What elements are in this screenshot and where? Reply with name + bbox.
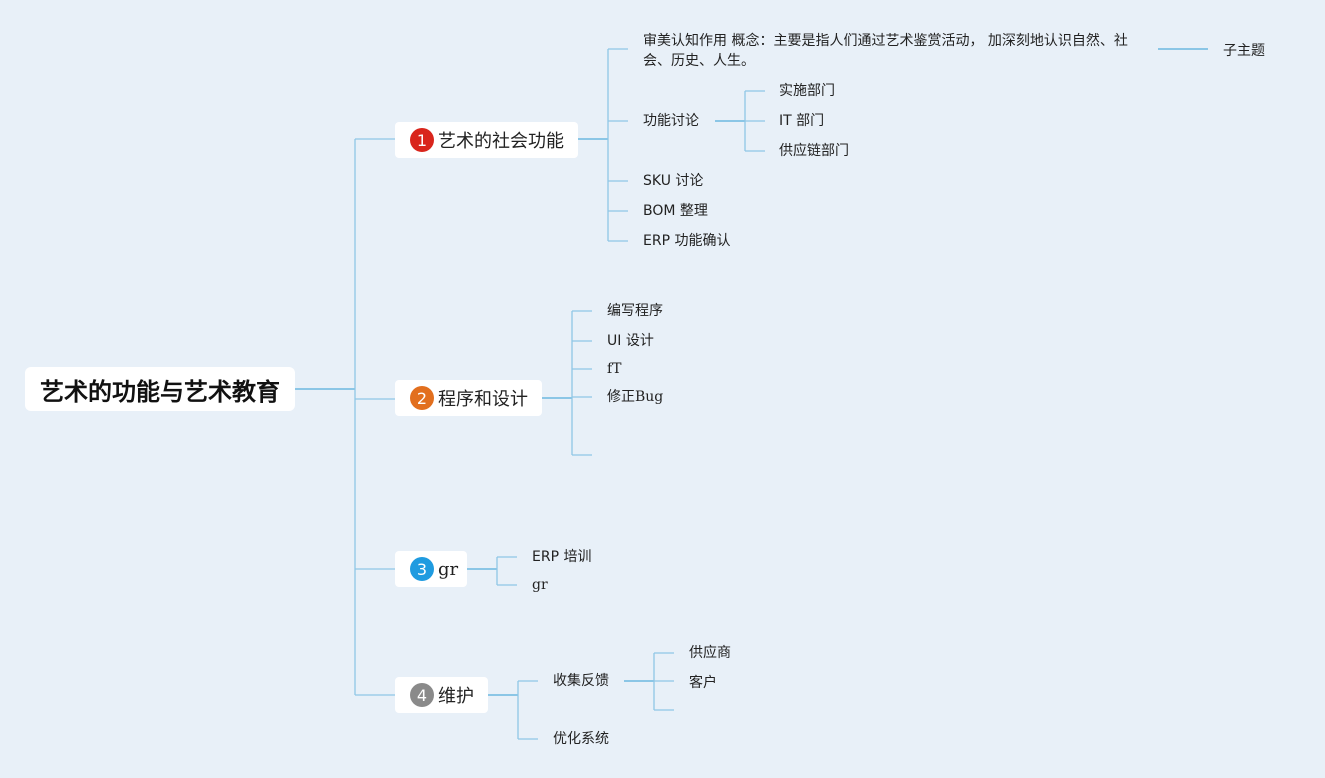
subtopic-bom[interactable]: BOM 整理 xyxy=(643,203,708,219)
branch-label: 程序和设计 xyxy=(438,389,528,410)
subtopic-sku-discussion[interactable]: SKU 讨论 xyxy=(643,173,704,189)
root-topic[interactable]: 艺术的功能与艺术教育 xyxy=(25,367,295,411)
number-2-icon: 2 xyxy=(410,386,434,410)
subtopic-aesthetic-cognition[interactable]: 审美认知作用 概念：主要是指人们通过艺术鉴赏活动， 加深刻地认识自然、社会、历史… xyxy=(643,33,1128,69)
subtopic-ui-design[interactable]: UI 设计 xyxy=(607,333,654,349)
branch-label: 艺术的社会功能 xyxy=(438,131,564,152)
branch-topic-4[interactable]: 4 维护 xyxy=(395,677,488,713)
branch-topic-1[interactable]: 1 艺术的社会功能 xyxy=(395,122,578,158)
branch-label: 维护 xyxy=(438,686,474,707)
subtopic-erp-training[interactable]: ERP 培训 xyxy=(532,549,592,565)
subtopic-supply-chain-dept[interactable]: 供应链部门 xyxy=(779,143,849,159)
subtopic-optimize-system[interactable]: 优化系统 xyxy=(553,731,609,747)
subtopic-it-dept[interactable]: IT 部门 xyxy=(779,113,825,129)
subtopic-customer[interactable]: 客户 xyxy=(689,675,717,691)
subtopic-function-discussion[interactable]: 功能讨论 xyxy=(643,113,699,129)
subtopic-sub-theme[interactable]: 子主题 xyxy=(1223,43,1265,59)
subtopic-implementation-dept[interactable]: 实施部门 xyxy=(779,83,835,99)
subtopic-ft[interactable]: fT xyxy=(607,361,622,377)
number-1-icon: 1 xyxy=(410,128,434,152)
subtopic-write-program[interactable]: 编写程序 xyxy=(607,303,663,319)
subtopic-fix-bug[interactable]: 修正Bug xyxy=(607,389,664,405)
number-4-icon: 4 xyxy=(410,683,434,707)
number-3-icon: 3 xyxy=(410,557,434,581)
branch-label: gr xyxy=(438,558,459,580)
branch-topic-3[interactable]: 3 gr xyxy=(395,551,467,587)
subtopic-gr[interactable]: gr xyxy=(532,577,548,593)
subtopic-supplier[interactable]: 供应商 xyxy=(689,645,731,661)
branch-topic-2[interactable]: 2 程序和设计 xyxy=(395,380,542,416)
subtopic-collect-feedback[interactable]: 收集反馈 xyxy=(553,673,609,689)
subtopic-erp-confirm[interactable]: ERP 功能确认 xyxy=(643,233,731,249)
